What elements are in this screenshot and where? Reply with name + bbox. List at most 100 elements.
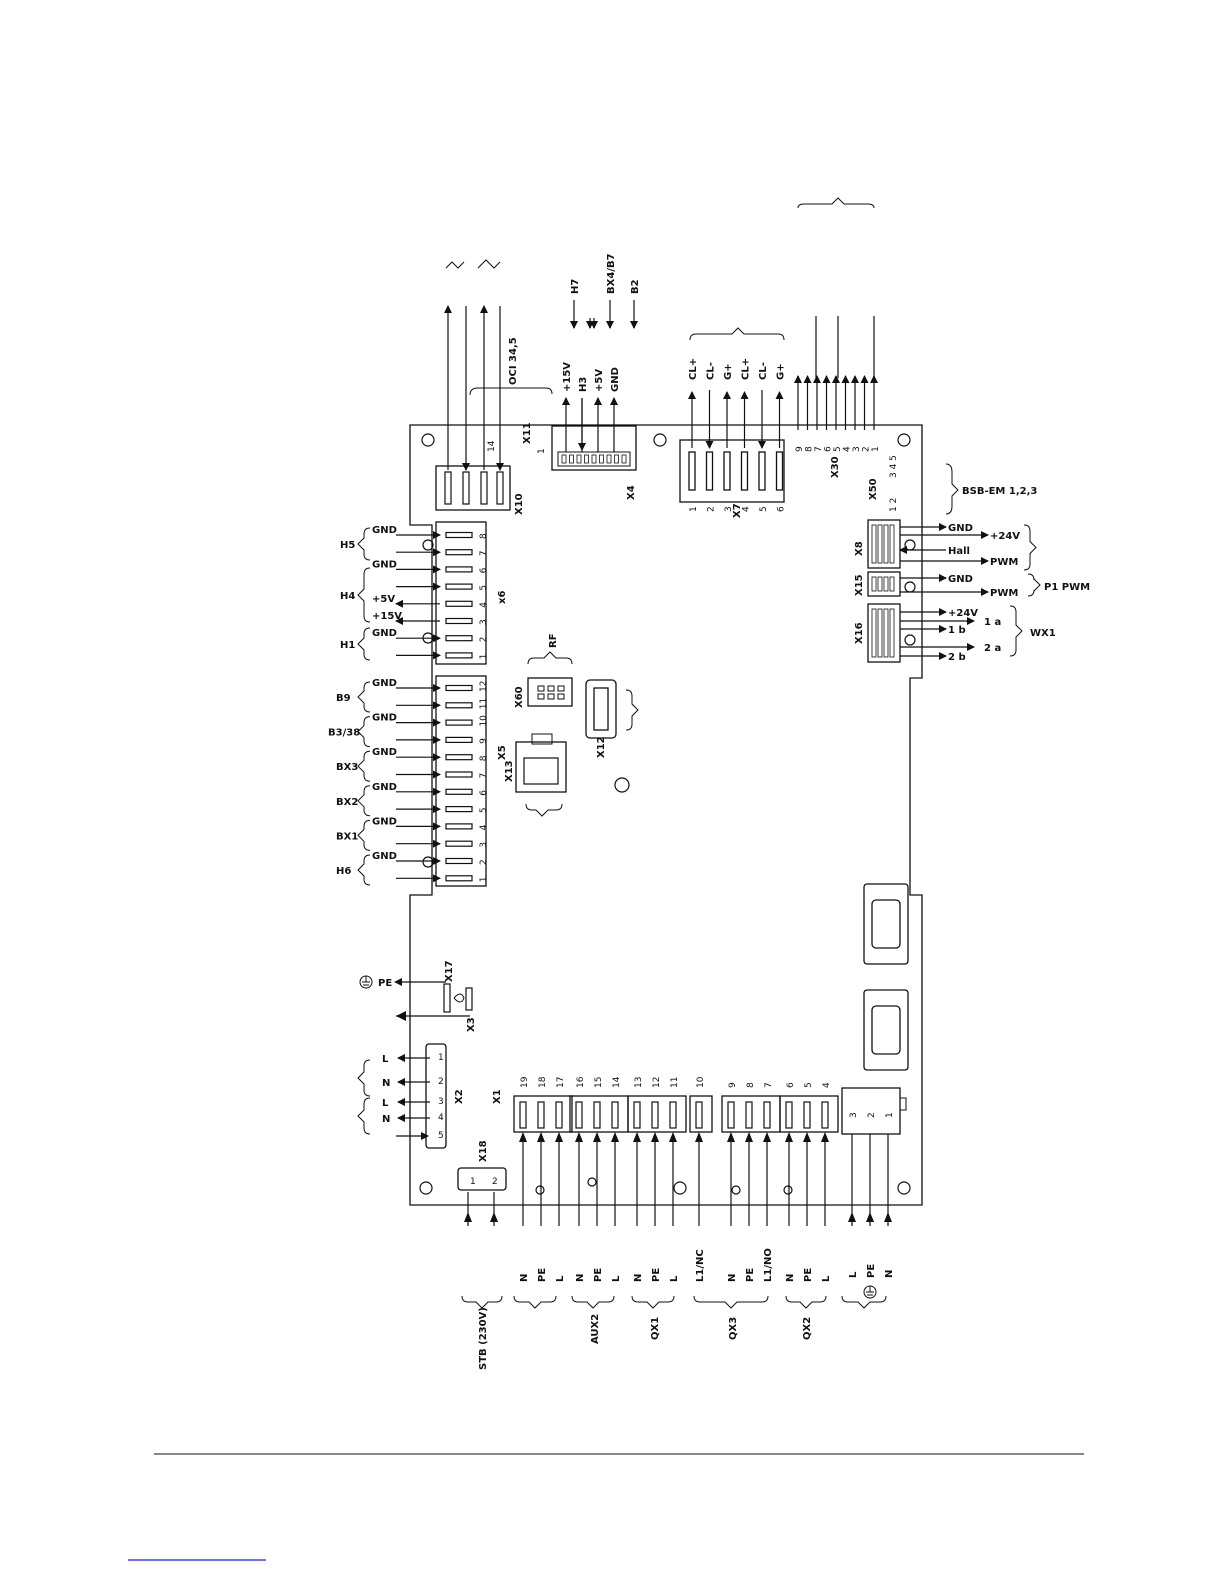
x6-pin-number: 7 — [479, 550, 489, 556]
right-pin — [889, 524, 895, 564]
x7-pin — [688, 451, 696, 491]
qx1-brace — [631, 1295, 675, 1309]
x16-brace — [1009, 605, 1023, 657]
x1-pin — [821, 1101, 829, 1129]
x1-pin-number: 10 — [696, 1076, 706, 1088]
x2-pin-number: 1 — [438, 1053, 444, 1063]
x50-pins-a: 3 4 5 — [889, 455, 899, 478]
x1-pin-number: 17 — [556, 1077, 566, 1088]
x7-pin-number: 5 — [759, 506, 769, 512]
x5-group: BX1 — [336, 831, 358, 842]
stb-label: STB (230V) — [478, 1307, 489, 1370]
connector-x13[interactable]: X13 — [504, 733, 567, 817]
x1-pin — [651, 1101, 659, 1129]
aux2-brace — [571, 1295, 615, 1309]
x1-signal: L1/NO — [763, 1248, 774, 1282]
x4-pin — [584, 454, 589, 464]
x7-signal: CL- — [706, 362, 717, 380]
connector-x16[interactable]: X16 — [854, 603, 901, 663]
connector-x15[interactable]: X15 — [854, 571, 901, 597]
x15-wire-label: GND — [948, 574, 973, 585]
x4-pin — [591, 454, 597, 464]
x30-pin-number: 1 — [871, 446, 881, 452]
x6-pin-number: 6 — [479, 567, 489, 573]
x1-arrow — [821, 1132, 829, 1142]
x1-pin-number: 11 — [670, 1077, 680, 1088]
x2-label: X2 — [454, 1089, 465, 1104]
x1-arrow — [763, 1132, 771, 1142]
svg-text:2: 2 — [492, 1177, 498, 1187]
x4-signal: +15V — [562, 362, 573, 392]
x5-signal: GND — [372, 678, 397, 689]
connector-x12[interactable]: X12 — [585, 679, 639, 758]
qx3-brace — [693, 1295, 769, 1309]
x10-pin — [480, 471, 488, 505]
x5-signal: GND — [372, 782, 397, 793]
x10-pin — [496, 471, 504, 505]
x4-pin — [621, 454, 627, 464]
x5-pin-number: 1 — [479, 877, 489, 883]
connector-x10[interactable]: 14 X10 OCI 34,5 — [435, 337, 553, 515]
x5-group: B3/38 — [328, 728, 360, 739]
x4-signal: H3 — [578, 377, 589, 392]
x6-pin-number: 2 — [479, 636, 489, 642]
connector-x60[interactable]: X60 RF — [514, 633, 573, 708]
x1-pin — [633, 1101, 641, 1129]
x3-label: X3 — [466, 1017, 477, 1032]
x1-label: X1 — [492, 1089, 503, 1104]
x1-signal: PE — [745, 1268, 756, 1282]
x5-pin — [445, 823, 473, 830]
connector-x4[interactable]: X11 1 X4 — [522, 422, 637, 500]
x1-signal: N — [727, 1274, 738, 1282]
right-pin — [883, 608, 889, 658]
right-pin — [889, 576, 895, 592]
x1-pin — [763, 1101, 771, 1129]
x7-signal: CL+ — [688, 358, 699, 380]
x6-pin — [445, 583, 473, 590]
x5-group-brace — [357, 681, 371, 713]
connector-x8[interactable]: X8 — [854, 519, 901, 569]
x5-pin-number: 10 — [479, 715, 489, 727]
x8-wire-label: GND — [948, 523, 973, 534]
x16-wire-label: +24V — [948, 608, 978, 619]
x6-group: H5 — [340, 540, 355, 551]
x18-label: X18 — [478, 1140, 489, 1162]
x8-wire-label: Hall — [948, 546, 970, 557]
x16-label: 1 a — [984, 617, 1001, 628]
oci-label: OCI 34,5 — [508, 337, 519, 385]
x7-pin-number: 2 — [707, 506, 717, 512]
qx3-label: QX3 — [728, 1317, 739, 1340]
connector-x17[interactable]: X17 X3 PE — [359, 960, 477, 1032]
aux2-label: AUX2 — [590, 1314, 601, 1344]
x7-pin — [723, 451, 731, 491]
x1-block — [627, 1095, 687, 1133]
x4-ext-label: B2 — [630, 279, 641, 294]
x6-pin — [445, 635, 473, 642]
x4-pin — [569, 454, 574, 464]
x30-pin-number: 5 — [833, 446, 843, 452]
x6-pin — [445, 652, 473, 659]
x10-pin — [462, 471, 470, 505]
connector-x50[interactable]: X50 3 4 5 1 2 BSB-EM 1,2,3 — [868, 455, 1037, 515]
x6-signal: GND — [372, 559, 397, 570]
x8-label: +24V — [990, 531, 1020, 542]
mains-arrow — [866, 1212, 874, 1222]
right-pin — [883, 524, 889, 564]
x1-pin — [555, 1101, 563, 1129]
x1-signal: N — [519, 1274, 530, 1282]
x1-signal: PE — [593, 1268, 604, 1282]
x4-pin — [599, 454, 604, 464]
mains-pin-number: 3 — [849, 1112, 859, 1118]
x1-pin — [803, 1101, 811, 1129]
x16-group: WX1 — [1030, 628, 1056, 639]
x5-pin-number: 12 — [479, 681, 489, 692]
stb-brace — [461, 1295, 503, 1309]
